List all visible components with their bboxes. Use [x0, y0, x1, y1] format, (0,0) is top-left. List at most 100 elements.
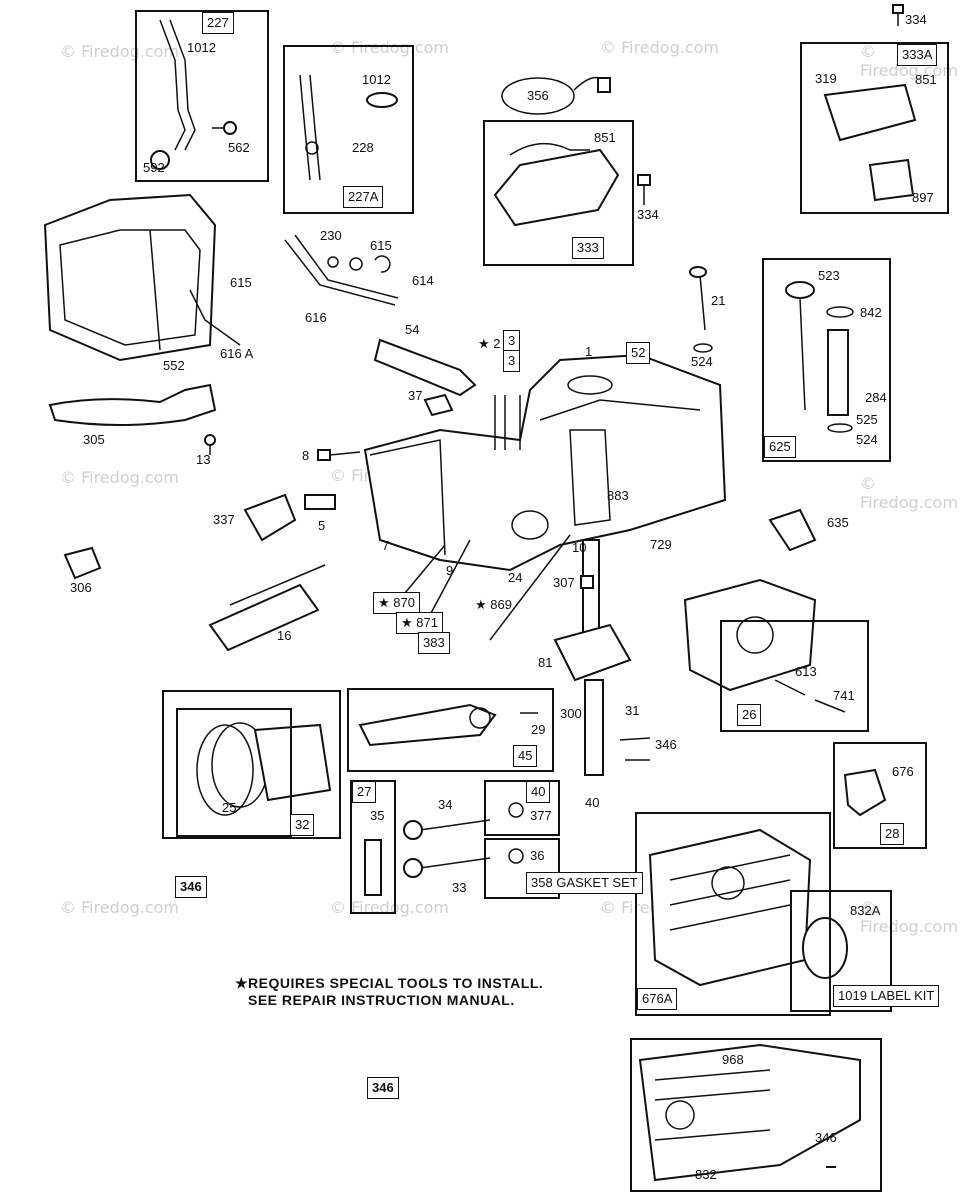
part-label-230: 230 [320, 228, 342, 243]
part-label-562: 562 [228, 140, 250, 155]
part-label-37: 305 [83, 432, 105, 447]
part-tag-869: ★ 870 [373, 592, 420, 614]
part-label-3: 1 [585, 344, 593, 359]
part-label-851: 851 [915, 72, 937, 87]
part-label-346: 968 [722, 1052, 744, 1067]
part-label-16: 81 [538, 655, 553, 670]
part-label-27: 35 [370, 808, 385, 823]
part-label-616: 616 [305, 310, 327, 325]
part-tag-871: 383 [418, 632, 450, 654]
part-label-614: 614 [412, 273, 434, 288]
part-tag-847: 625 [764, 436, 796, 458]
part-tag-34: 40 [526, 781, 551, 803]
part-label-851: 851 [594, 130, 616, 145]
part-label-741: 31 [625, 703, 640, 718]
special-tools-note-line1: ★REQUIRES SPECIAL TOOLS TO INSTALL. [235, 975, 544, 991]
part-label-26: 25 [222, 800, 237, 815]
part-label-525: 525 [856, 412, 878, 427]
part-label-883: 635 [827, 515, 849, 530]
kit-box-227 [135, 10, 269, 182]
watermark: © Firedog.com [600, 38, 719, 57]
kit-box-832a [635, 812, 831, 1016]
part-tag-676a: 1019 LABEL KIT [833, 985, 940, 1007]
watermark: © Firedog.com [60, 468, 179, 487]
kit-box-34 [484, 780, 560, 836]
part-label-615: 615 [370, 238, 392, 253]
part-label-36: 33 [452, 880, 467, 895]
part-label-8: 883 [607, 488, 629, 503]
kit-box-227a [283, 45, 414, 214]
part-label-9: 10 [572, 540, 587, 555]
part-label-842: 842 [860, 305, 882, 320]
part-label-21: 21 [711, 293, 726, 308]
part-tag-3: 3 [503, 350, 521, 372]
part-label-32: 29 [531, 722, 546, 737]
part-label-592: 592 [143, 160, 165, 175]
part-label-81: 613 [795, 664, 817, 679]
part-label-1012: 1012 [362, 72, 391, 87]
part-label-334: 334 [905, 12, 927, 27]
watermark: © Firedog.com [860, 898, 958, 936]
part-label-346: 832 [695, 1167, 717, 1182]
part-label-45: 346 [655, 737, 677, 752]
watermark: © Firedog.com [330, 38, 449, 57]
watermark: © Firedog.com [60, 42, 179, 61]
kit-box-26 [176, 708, 292, 837]
gasket-set-tag: 346 [175, 876, 207, 898]
part-tag-29: 45 [513, 745, 538, 767]
part-label-616a: 616 A [220, 346, 254, 361]
part-tag-2: 3 [503, 330, 521, 352]
kit-box-676 [833, 742, 927, 849]
part-tag-676: 28 [880, 823, 905, 845]
part-label-524: 524 [856, 432, 878, 447]
part-tag-333: 333 [572, 237, 604, 259]
part-label-7: 9 [446, 563, 454, 578]
part-label-13: 8 [302, 448, 310, 463]
part-tag-870: ★ 871 [396, 612, 443, 634]
part-label-35: 34 [438, 797, 453, 812]
part-label-319: 319 [815, 71, 837, 86]
part-label-729: 306 [70, 580, 92, 595]
part-label-523: 523 [818, 268, 840, 283]
part-label-284: 284 [865, 390, 887, 405]
part-label-40: 36 [530, 848, 545, 863]
kit-box-832 [630, 1038, 882, 1192]
part-label-40: 377 [530, 808, 552, 823]
part-label-334: 334 [637, 207, 659, 222]
part-label-307: ★ 869 [475, 597, 512, 612]
part-tag-832 [826, 1166, 836, 1168]
part-tag-300: 26 [737, 704, 762, 726]
part-label-337: 5 [318, 518, 326, 533]
part-label-5: 7 [382, 538, 390, 553]
part-label-968: 346 [815, 1130, 837, 1145]
part-label-54: ★ 2 [478, 336, 501, 351]
part-label-306: 24 [508, 570, 523, 585]
part-label-305: 13 [196, 452, 211, 467]
part-label-10: 729 [650, 537, 672, 552]
label-kit-tag: 346 [367, 1077, 399, 1099]
part-label-635: 337 [213, 512, 235, 527]
kit-box-333a [800, 42, 949, 214]
part-label-625: 54 [405, 322, 420, 337]
kit-box-33 [484, 838, 560, 899]
kit-box-300 [720, 620, 869, 732]
part-tag-832a: 676A [637, 988, 678, 1010]
part-label-24: 307 [553, 575, 575, 590]
part-label-52: 37 [408, 388, 423, 403]
kit-box-847 [762, 258, 891, 462]
part-label-31: 300 [560, 706, 582, 721]
part-label-552: 552 [163, 358, 185, 373]
part-label-377: 40 [585, 795, 600, 810]
part-label-524: 524 [691, 354, 713, 369]
part-label-383: 16 [277, 628, 292, 643]
part-tag-1: 52 [626, 342, 651, 364]
part-tag-227: 227 [202, 12, 234, 34]
part-label-356: 356 [527, 88, 549, 103]
part-tag-227a: 227A [343, 186, 384, 208]
kit-box-333 [483, 120, 634, 266]
part-label-346: 676 [892, 764, 914, 779]
part-label-613: 741 [833, 688, 855, 703]
watermark: © Firedog.com [60, 898, 179, 917]
part-tag-333a: 333A [897, 44, 938, 66]
